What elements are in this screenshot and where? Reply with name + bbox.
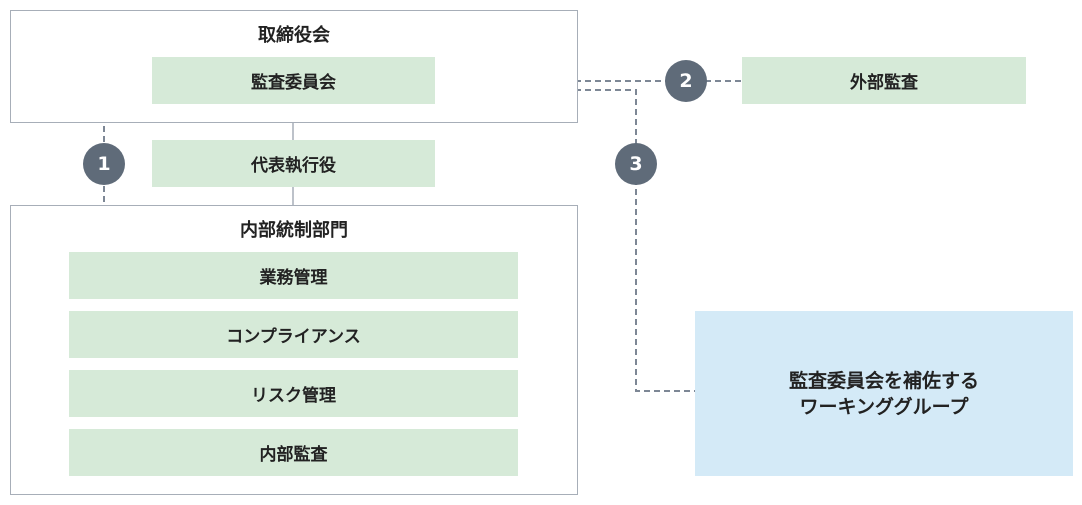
internal-control-item: リスク管理 <box>69 370 518 417</box>
board-title: 取締役会 <box>258 25 330 46</box>
working-group-box: 監査委員会を補佐する ワーキンググループ <box>695 311 1073 476</box>
marker-2: 2 <box>665 60 707 102</box>
internal-control-item: 業務管理 <box>69 252 518 299</box>
representative-box: 代表執行役 <box>152 140 435 187</box>
marker-1: 1 <box>83 143 125 185</box>
internal-control-item: 内部監査 <box>69 429 518 476</box>
internal-control-item: コンプライアンス <box>69 311 518 358</box>
working-group-line2: ワーキンググループ <box>799 395 969 418</box>
external-audit-box: 外部監査 <box>742 57 1026 104</box>
audit-committee-box: 監査委員会 <box>152 57 435 104</box>
internal-control-title: 内部統制部門 <box>240 220 348 241</box>
marker-3: 3 <box>615 143 657 185</box>
working-group-line1: 監査委員会を補佐する <box>788 369 979 392</box>
